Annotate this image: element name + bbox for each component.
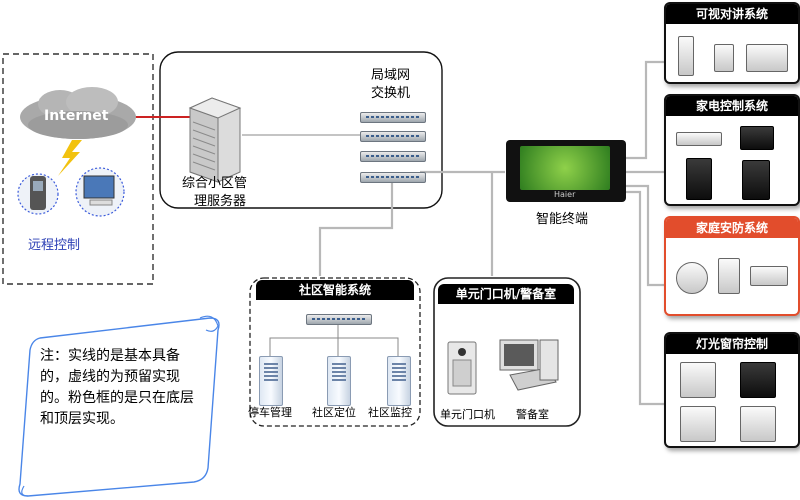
fridge-icon bbox=[686, 158, 712, 200]
unitdoor-frame bbox=[433, 277, 581, 427]
power-socket-icon bbox=[740, 406, 776, 442]
terminal-screen bbox=[520, 146, 610, 190]
washer-icon bbox=[742, 160, 770, 200]
tv-icon bbox=[740, 126, 774, 150]
location-label: 社区定位 bbox=[312, 406, 356, 419]
touch-panel-icon bbox=[740, 362, 776, 398]
door-lock-icon bbox=[678, 36, 694, 76]
terminal-security-link bbox=[626, 184, 664, 287]
remote-frame bbox=[2, 53, 154, 285]
remote-control-label: 远程控制 bbox=[28, 238, 81, 253]
door-sensor-icon bbox=[750, 266, 788, 286]
community-switch bbox=[306, 314, 372, 325]
intercom-monitor-icon bbox=[746, 44, 788, 72]
terminal-brand: Haier bbox=[554, 190, 576, 199]
monitor-server-icon bbox=[387, 356, 411, 406]
lan-switch-3 bbox=[360, 151, 426, 162]
curtain-switch-icon bbox=[680, 406, 716, 442]
server-label-line2: 理服务器 bbox=[194, 194, 247, 209]
terminal-lighting-link bbox=[626, 190, 664, 406]
video-intercom-panel: 可视对讲系统 bbox=[664, 2, 800, 84]
smoke-detector-icon bbox=[676, 262, 708, 294]
lan-switch-4 bbox=[360, 172, 426, 183]
appliance-control-panel: 家电控制系统 bbox=[664, 94, 800, 206]
server-label-line1: 综合小区管 bbox=[182, 176, 248, 191]
internet-label: Internet bbox=[44, 108, 109, 124]
video-intercom-title: 可视对讲系统 bbox=[666, 4, 798, 24]
location-server-icon bbox=[327, 356, 351, 406]
switch-label-line2: 交换机 bbox=[371, 86, 411, 101]
intercom-camera-icon bbox=[714, 44, 734, 72]
lighting-curtain-title: 灯光窗帘控制 bbox=[666, 334, 798, 354]
parking-server-icon bbox=[259, 356, 283, 406]
air-conditioner-icon bbox=[676, 132, 722, 146]
community-frame bbox=[249, 277, 421, 427]
server-rack-icon bbox=[188, 97, 242, 183]
server-frame bbox=[159, 51, 443, 209]
lightning-icon bbox=[58, 140, 82, 176]
monitor-label: 社区监控 bbox=[368, 406, 412, 419]
smart-terminal-device: Haier bbox=[506, 140, 626, 202]
motion-sensor-icon bbox=[718, 258, 740, 294]
community-title: 社区智能系统 bbox=[256, 280, 414, 300]
note-scroll bbox=[18, 317, 220, 497]
switch-label-line1: 局域网 bbox=[371, 68, 411, 83]
switch-community-link bbox=[318, 180, 394, 276]
home-security-title: 家庭安防系统 bbox=[666, 218, 798, 238]
smart-terminal-label: 智能终端 bbox=[536, 212, 589, 227]
parking-label: 停车管理 bbox=[248, 406, 292, 419]
lan-switch-2 bbox=[360, 131, 426, 142]
internet-cloud bbox=[20, 87, 136, 139]
community-link-3 bbox=[338, 337, 399, 356]
lighting-curtain-panel: 灯光窗帘控制 bbox=[664, 332, 800, 448]
legend-note: 注：实线的是基本具备的，虚线的为预留实现的。粉色框的是只在底层和顶层实现。 bbox=[40, 348, 194, 427]
appliance-control-title: 家电控制系统 bbox=[666, 96, 798, 116]
door-station-label: 单元门口机 bbox=[440, 408, 495, 421]
home-security-panel: 家庭安防系统 bbox=[664, 216, 800, 316]
guard-pc-icon bbox=[499, 339, 559, 391]
light-switch-icon bbox=[680, 362, 716, 398]
lan-switch-1 bbox=[360, 112, 426, 123]
guard-room-label: 警备室 bbox=[516, 408, 549, 421]
unitdoor-title: 单元门口机/警备室 bbox=[438, 284, 574, 304]
community-link-1 bbox=[269, 323, 339, 356]
terminal-intercom-link bbox=[626, 60, 664, 160]
